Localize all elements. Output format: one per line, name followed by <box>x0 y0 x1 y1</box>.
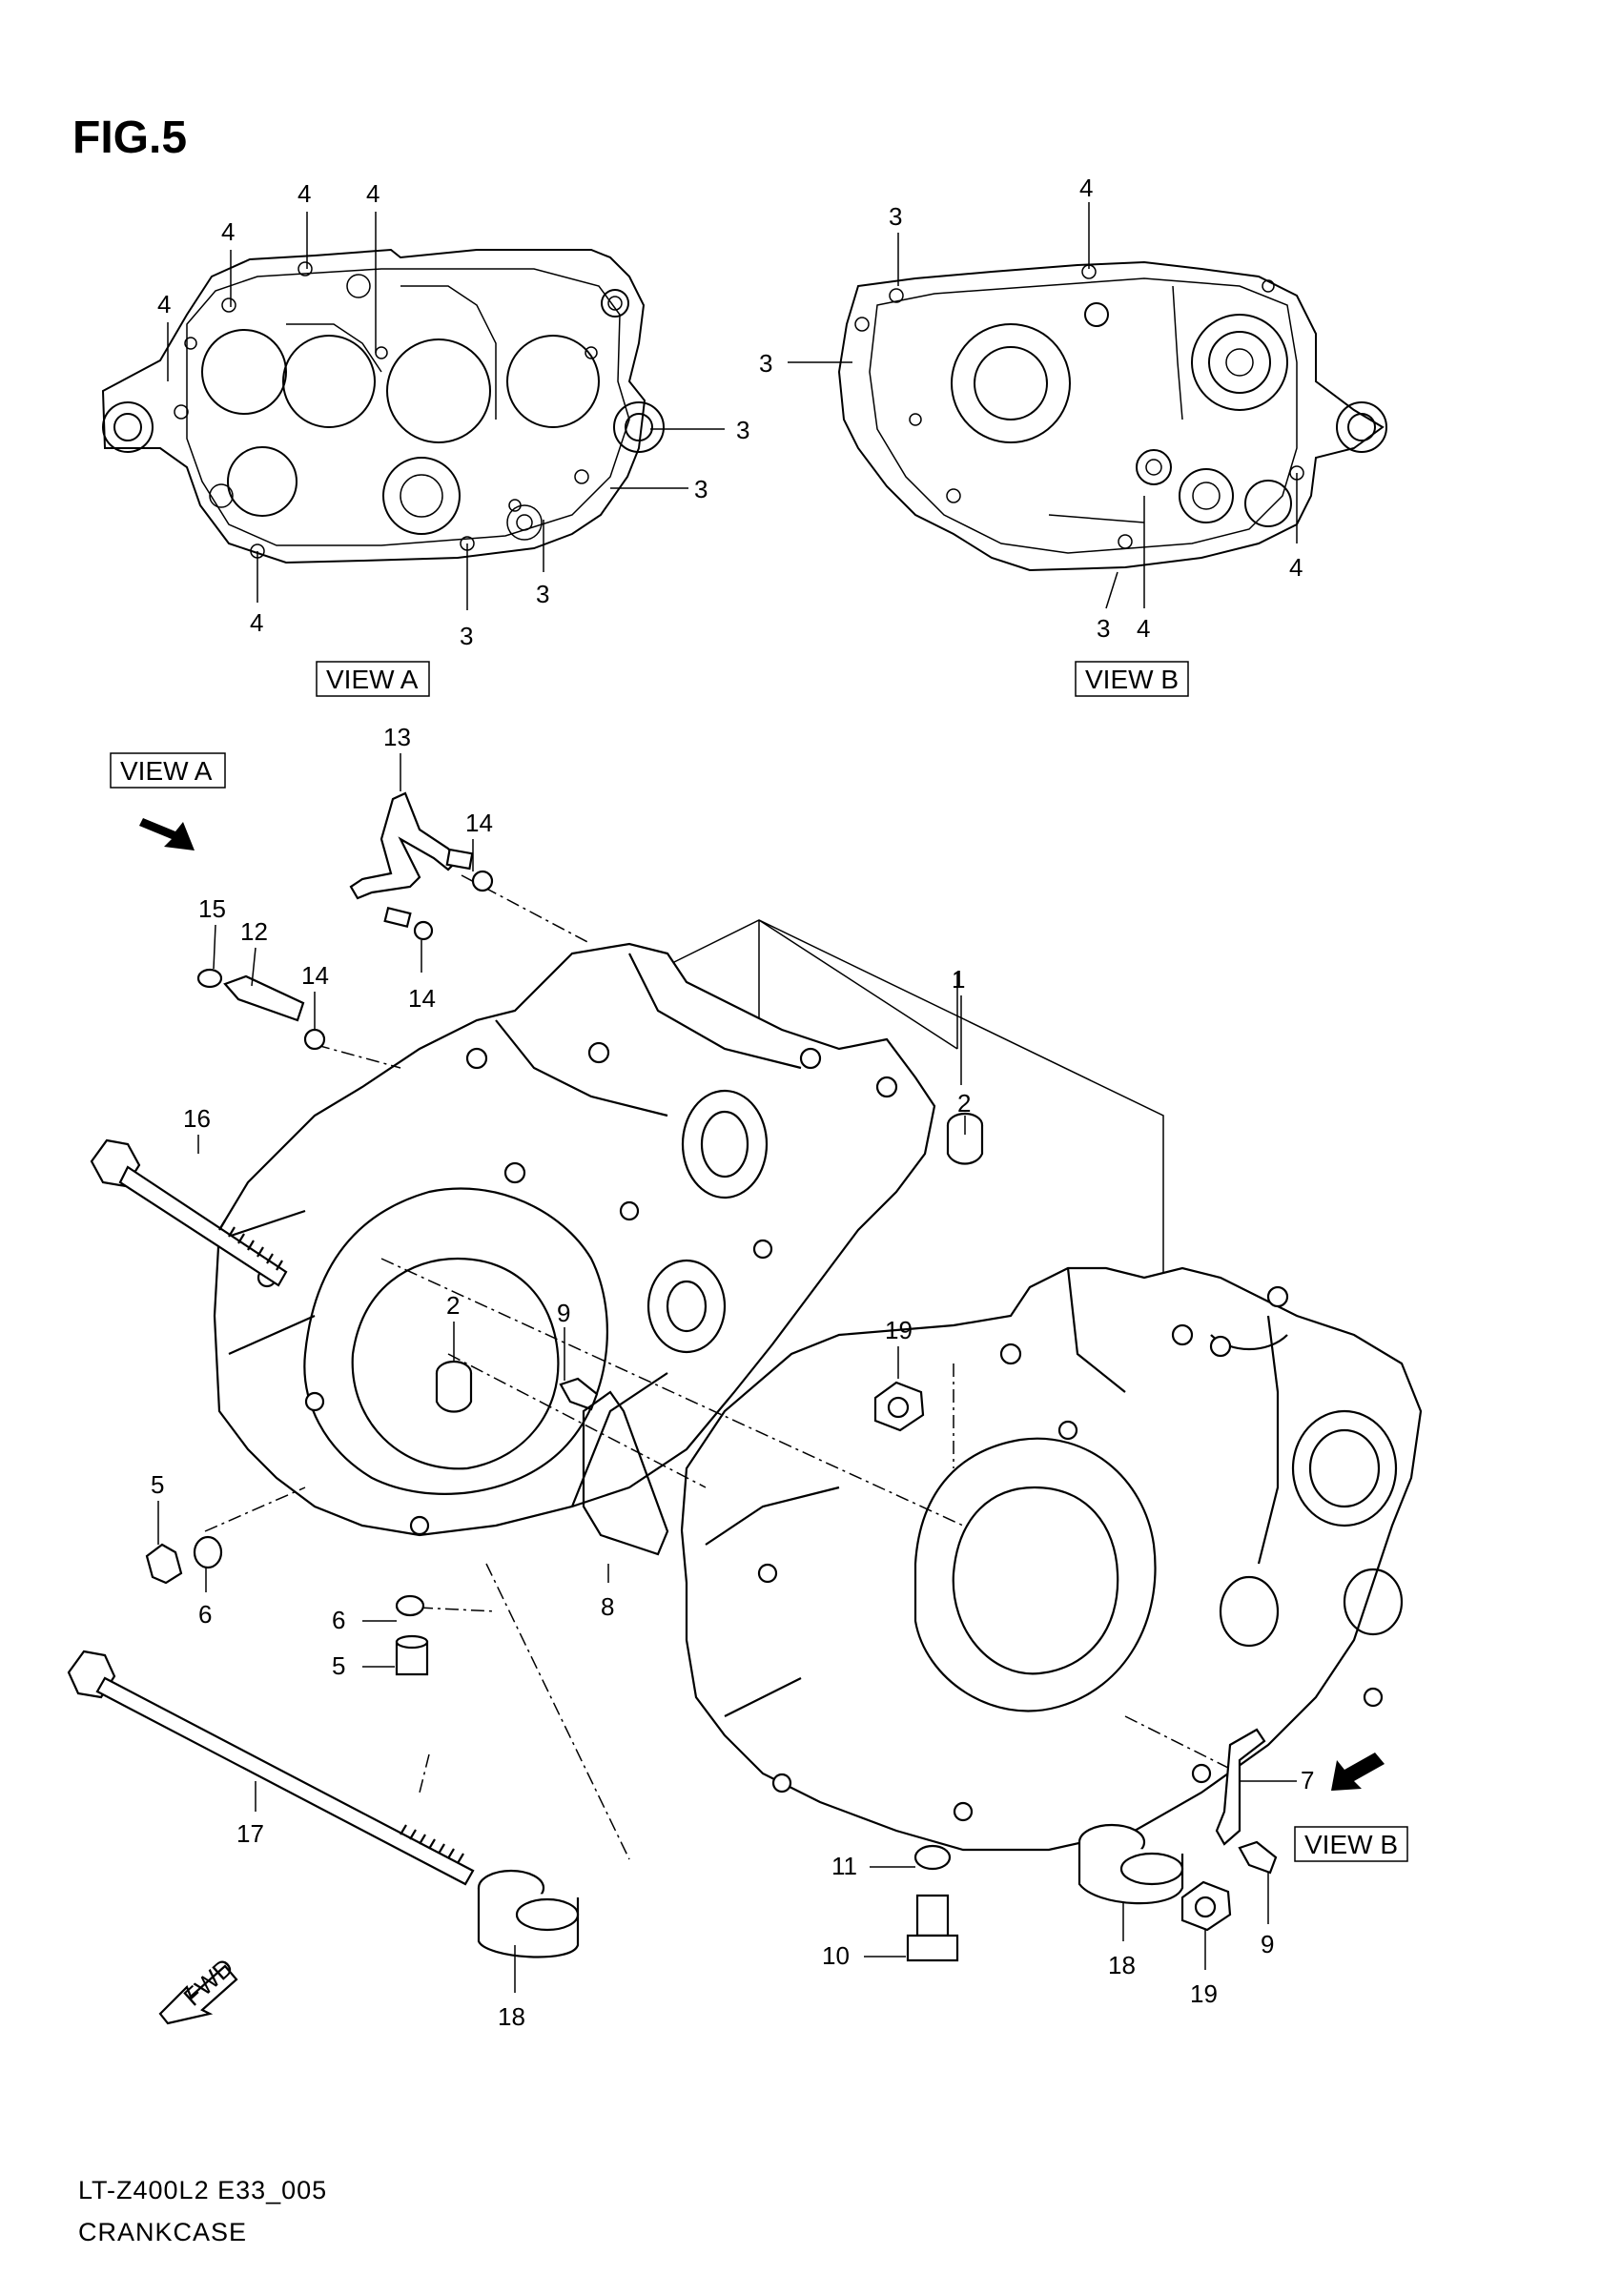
part-2-dowel-b <box>435 1360 473 1413</box>
part-10-drain-bolt <box>906 1894 959 1962</box>
callout-1: 1 <box>952 965 965 994</box>
view-b-leader-lines <box>788 202 1298 609</box>
callout-a4: 4 <box>366 179 380 208</box>
callout-b1: 3 <box>889 202 902 231</box>
callout-9-a: 9 <box>557 1299 570 1327</box>
part-19-nut-a <box>873 1381 925 1432</box>
callout-16: 16 <box>183 1104 211 1133</box>
exploded-center-lines <box>204 874 1241 1860</box>
view-b-label-box <box>1075 661 1189 697</box>
callout-2-a: 2 <box>957 1089 971 1117</box>
callout-a1: 4 <box>157 290 171 318</box>
callout-19-a: 19 <box>885 1316 913 1344</box>
main-view-a-tag: VIEW A <box>120 756 213 786</box>
callout-8: 8 <box>601 1592 614 1621</box>
part-6-washer-a <box>193 1535 223 1569</box>
part-14-o-ring-c <box>303 1028 326 1051</box>
callout-14-c: 14 <box>301 961 329 990</box>
callout-19-b: 19 <box>1190 1979 1218 2008</box>
callout-b6: 3 <box>1097 614 1110 643</box>
callout-7: 7 <box>1301 1766 1314 1794</box>
callout-6-a: 6 <box>198 1600 212 1629</box>
callout-18-b: 18 <box>1108 1951 1136 1979</box>
callout-2-b: 2 <box>446 1291 460 1320</box>
footer-model-code: LT-Z400L2 E33_005 <box>78 2176 327 2204</box>
view-a-label: VIEW A <box>326 665 419 694</box>
callout-a5: 3 <box>736 416 749 444</box>
part-6-washer-b <box>395 1594 425 1617</box>
part-16-bolt <box>90 1138 288 1287</box>
callout-b2: 4 <box>1079 174 1093 202</box>
callout-b3: 3 <box>759 349 772 378</box>
part-14-o-ring-b <box>413 920 434 941</box>
callout-14-b: 14 <box>408 984 436 1013</box>
view-a-arrow-icon <box>139 818 195 851</box>
callout-17: 17 <box>236 1819 264 1848</box>
callout-b5: 4 <box>1137 614 1150 643</box>
view-a-label-box <box>316 661 430 697</box>
callout-6-b: 6 <box>332 1606 345 1634</box>
footer-caption: CRANKCASE <box>78 2218 247 2246</box>
callout-a7: 3 <box>536 580 549 608</box>
main-callouts: 13 14 14 15 12 14 1 2 16 2 9 19 5 6 8 6 … <box>151 723 1314 2031</box>
part-9-bolt-a <box>559 1377 599 1411</box>
view-b-callouts: 3 4 3 4 4 3 <box>759 174 1303 643</box>
part-7-bracket <box>1215 1728 1266 1846</box>
view-b-arrow-icon <box>1331 1753 1385 1791</box>
part-12-dowel-pin <box>223 974 305 1022</box>
part-19-nut-b <box>1180 1880 1232 1932</box>
callout-a2: 4 <box>221 217 235 246</box>
fwd-arrow-icon: FWD <box>158 1953 239 2025</box>
part-9-bolt-b <box>1238 1840 1278 1875</box>
part-13-oil-pipe <box>349 791 474 929</box>
callout-18-a: 18 <box>498 2002 525 2031</box>
main-view-b-tag: VIEW B <box>1304 1830 1398 1859</box>
callout-10: 10 <box>822 1941 850 1970</box>
right-crankcase-half <box>680 1266 1423 1852</box>
left-crankcase-half <box>213 942 936 1537</box>
callout-11: 11 <box>831 1852 857 1880</box>
callout-5-a: 5 <box>151 1470 164 1499</box>
callout-14-a: 14 <box>465 809 493 837</box>
view-b-crankcase-drawing <box>837 260 1387 572</box>
callout-a8: 3 <box>460 622 473 650</box>
main-view-a-tag-box <box>110 752 226 789</box>
callout-5-b: 5 <box>332 1651 345 1680</box>
callout-a3: 4 <box>298 179 311 208</box>
part-15-o-ring <box>196 968 223 989</box>
callout-9-b: 9 <box>1261 1930 1274 1958</box>
callout-15: 15 <box>198 894 226 923</box>
part-5-bolt-a <box>145 1543 183 1585</box>
main-leader-lines <box>157 753 1297 1993</box>
figure-title: FIG.5 <box>72 113 187 163</box>
part-14-o-ring-a <box>471 870 494 892</box>
part-8-gasket <box>582 1390 669 1556</box>
callout-b4: 4 <box>1289 553 1303 582</box>
part-17-bolt <box>67 1650 475 1886</box>
view-b-label: VIEW B <box>1085 665 1179 694</box>
callout-12: 12 <box>240 917 268 946</box>
callout-a9: 4 <box>250 608 263 637</box>
part-18-bushing-a <box>477 1869 580 1958</box>
view-a-callouts: 4 4 4 4 3 3 3 3 4 <box>157 179 749 650</box>
view-a-leader-lines <box>167 212 725 610</box>
part-18-bushing-b <box>1077 1823 1184 1905</box>
main-view-b-tag-box <box>1294 1826 1408 1862</box>
callout-a6: 3 <box>694 475 708 503</box>
part-5-bolt-b <box>395 1634 429 1676</box>
part-11-washer <box>913 1844 952 1871</box>
view-a-crankcase-drawing <box>101 248 665 564</box>
callout-13: 13 <box>383 723 411 751</box>
